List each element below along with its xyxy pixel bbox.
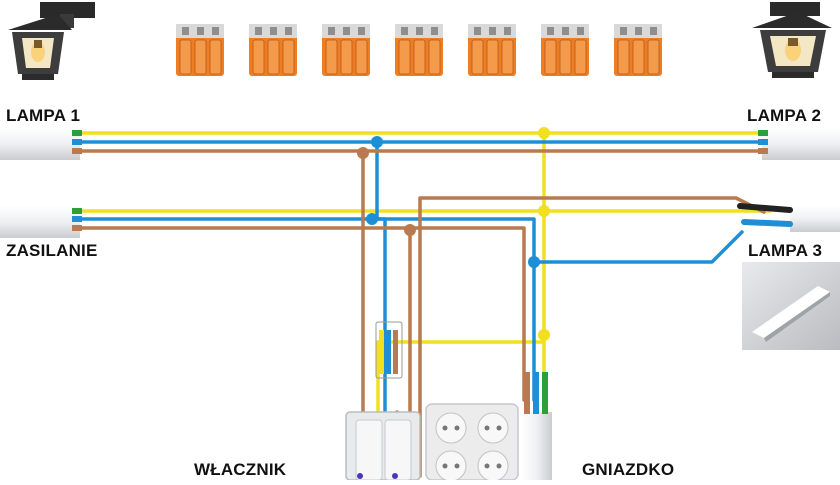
- junction-neutral-2: [366, 213, 378, 225]
- junction-ground-1: [538, 127, 550, 139]
- phase-wire-zasilanie: [76, 226, 526, 402]
- junction-phase-2: [404, 224, 416, 236]
- ground-wires: [76, 131, 772, 414]
- switch-connector-bundle: [375, 321, 403, 379]
- label-lampa3: LAMPA 3: [748, 241, 823, 260]
- junction-ground-3: [538, 329, 550, 341]
- label-lampa2: LAMPA 2: [747, 106, 822, 125]
- wago-connector-icon: [395, 24, 443, 76]
- light-switch-icon: [345, 411, 421, 481]
- wago-connectors-row: [176, 24, 662, 76]
- junction-dots: [357, 127, 550, 341]
- junction-neutral-1: [371, 136, 383, 148]
- phase-wires: [76, 149, 766, 478]
- junction-neutral-3: [528, 256, 540, 268]
- lampa1-cable: [0, 128, 80, 160]
- lampa3-panel-lamp-icon: [742, 262, 840, 350]
- lampa2-cable: [762, 128, 840, 160]
- gniazdko-cable: [522, 412, 552, 480]
- neutral-wires: [76, 140, 764, 414]
- lampa2-lantern-icon: [752, 2, 832, 78]
- neutral-wire-trunk: [375, 140, 536, 402]
- lampa3-wire-tip-1: [737, 203, 793, 213]
- lampa3-wire-tip-2: [741, 219, 793, 227]
- ground-wire-switch: [376, 340, 546, 397]
- wago-connector-icon: [322, 24, 370, 76]
- lampa1-lantern-icon: [8, 2, 95, 80]
- junction-ground-2: [538, 205, 550, 217]
- lampa3-cable: [790, 206, 840, 232]
- cable-conductor-stubs: [72, 130, 768, 414]
- zasilanie-cable: [0, 206, 80, 238]
- label-zasilanie: ZASILANIE: [6, 241, 98, 260]
- wago-connector-icon: [468, 24, 516, 76]
- wago-connector-icon: [541, 24, 589, 76]
- label-lampa1: LAMPA 1: [6, 106, 81, 125]
- junction-phase-1: [357, 147, 369, 159]
- wago-connector-icon: [614, 24, 662, 76]
- label-wlacznik: WŁACZNIK: [194, 460, 287, 479]
- wires: [76, 131, 793, 478]
- wago-connector-icon: [176, 24, 224, 76]
- wago-connector-icon: [249, 24, 297, 76]
- neutral-wire-lampa3: [532, 230, 744, 264]
- double-socket-icon: [425, 403, 519, 482]
- label-gniazdko: GNIAZDKO: [582, 460, 675, 479]
